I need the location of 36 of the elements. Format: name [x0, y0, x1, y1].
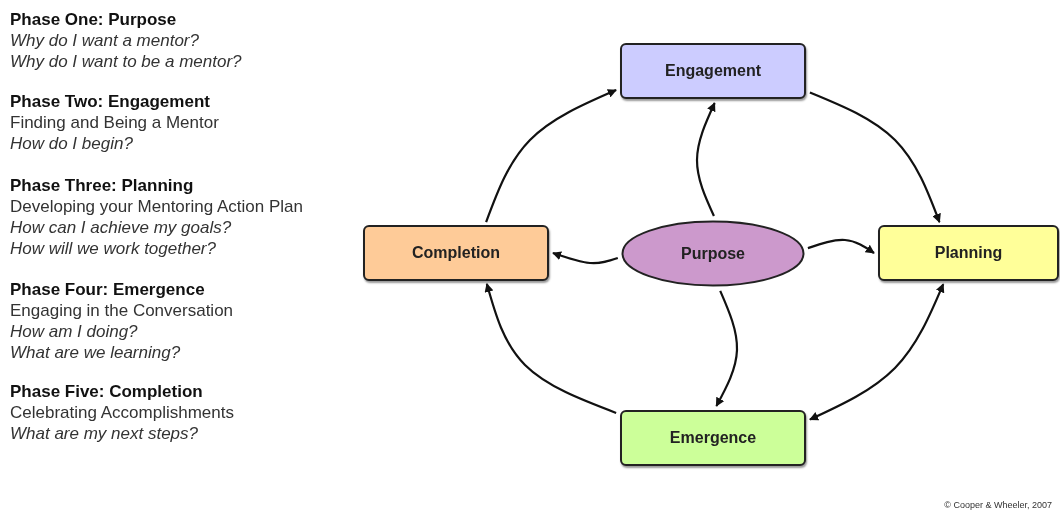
- node-label: Emergence: [669, 429, 757, 447]
- phase-subtitle: Finding and Being a Mentor: [10, 113, 219, 133]
- phase-box: [620, 410, 806, 466]
- node-label: Engagement: [665, 62, 761, 80]
- phase-heading: Phase Five: Completion: [10, 382, 203, 402]
- node-label: Completion: [412, 244, 500, 262]
- question-text: What are my next steps?: [10, 424, 199, 444]
- curved-arrow: [809, 91, 941, 223]
- phase-heading: Phase Four: Emergence: [10, 280, 205, 300]
- curved-arrow: [552, 251, 619, 265]
- question-text: Why do I want a mentor?: [10, 31, 199, 51]
- phase-heading: Phase One: Purpose: [10, 10, 177, 30]
- copyright-note: © Cooper & Wheeler, 2007: [944, 500, 1052, 511]
- question-text: How can I achieve my goals?: [10, 218, 232, 238]
- curved-arrow: [485, 89, 617, 223]
- question-text: What are we learning?: [10, 343, 181, 363]
- phase-subtitle: Developing your Mentoring Action Plan: [10, 197, 303, 217]
- curved-arrow: [715, 290, 739, 407]
- curved-arrow: [807, 238, 875, 254]
- node-label: Planning: [934, 244, 1003, 262]
- curved-arrow: [695, 102, 716, 217]
- question-text: Why do I want to be a mentor?: [10, 52, 242, 72]
- question-text: How will we work together?: [10, 239, 216, 259]
- curved-arrow: [484, 282, 617, 414]
- phase-subtitle: Engaging in the Conversation: [10, 301, 234, 321]
- phase-box: [363, 225, 549, 281]
- phase-box: [620, 43, 806, 99]
- curved-arrow: [809, 283, 945, 421]
- question-text: How do I begin?: [10, 134, 133, 154]
- phase-box: [878, 225, 1059, 281]
- purpose-ellipse: [621, 220, 805, 287]
- node-label: Purpose: [681, 244, 745, 263]
- phase-heading: Phase Two: Engagement: [10, 92, 210, 112]
- phase-subtitle: Celebrating Accomplishments: [10, 403, 234, 423]
- phase-heading: Phase Three: Planning: [10, 176, 194, 196]
- question-text: How am I doing?: [10, 322, 138, 342]
